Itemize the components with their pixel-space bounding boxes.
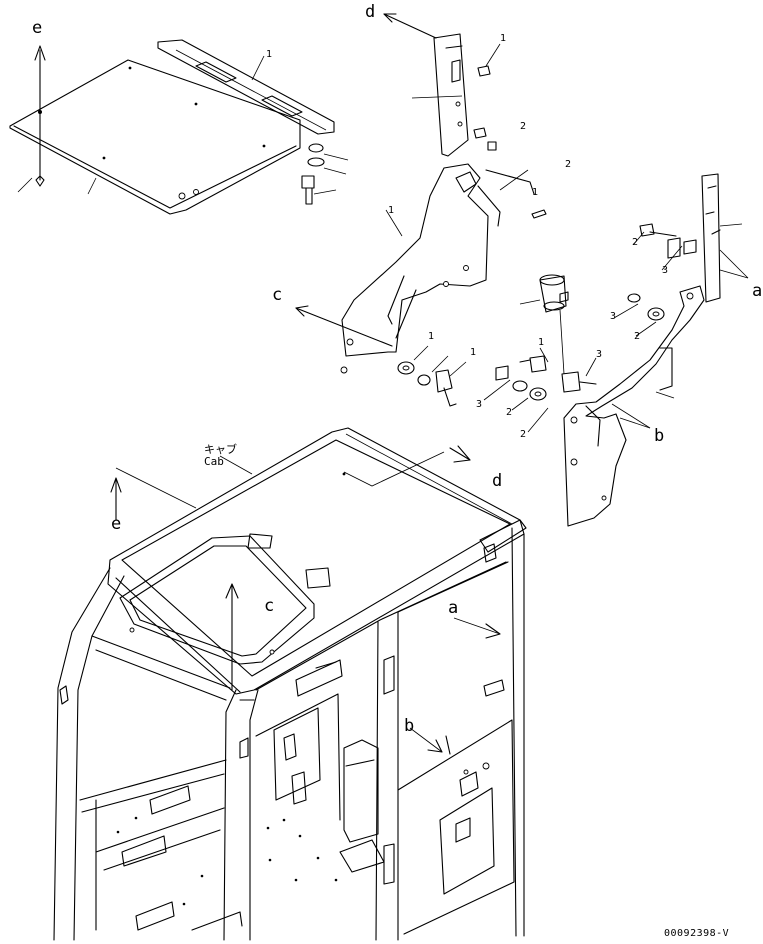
callout-a-cab: a — [448, 598, 459, 618]
part-number: 2 — [632, 237, 639, 248]
callout-c-top: c — [272, 285, 283, 305]
part-number: 1 — [532, 187, 539, 198]
cab-frame — [53, 427, 527, 941]
part-number: 3 — [596, 349, 603, 360]
roof-panel — [9, 39, 349, 215]
part-number: 1 — [470, 347, 477, 358]
cab-label: キャブ Cab — [204, 443, 237, 469]
callout-e-cab: e — [111, 514, 122, 534]
part-number: 2 — [565, 159, 572, 170]
part-number: 1 — [428, 331, 435, 342]
pillar-bracket-assembly — [295, 13, 547, 407]
callout-a-top: a — [752, 281, 763, 301]
callout-b-cab: b — [404, 716, 415, 736]
part-number: 1 — [388, 205, 395, 216]
side-bracket-assembly — [483, 173, 749, 527]
drawing-code: 00092398-V — [664, 928, 730, 939]
part-number: 1 — [538, 337, 545, 348]
part-number: 3 — [662, 265, 669, 276]
part-number: 3 — [476, 399, 483, 410]
cab-label-english: Cab — [204, 455, 224, 469]
part-number: 2 — [520, 121, 527, 132]
callout-d-top: d — [365, 2, 376, 22]
callout-e-top: e — [32, 18, 43, 38]
part-number: 3 — [610, 311, 617, 322]
part-number: 2 — [520, 429, 527, 440]
part-number: 2 — [634, 331, 641, 342]
callout-b-top: b — [654, 426, 665, 446]
part-number: 1 — [500, 33, 507, 44]
callout-c-cab: c — [264, 596, 275, 616]
cab-label-japanese: キャブ — [204, 443, 237, 456]
callout-d-cab: d — [492, 471, 503, 491]
part-number: 1 — [266, 49, 273, 60]
part-number: 2 — [506, 407, 513, 418]
